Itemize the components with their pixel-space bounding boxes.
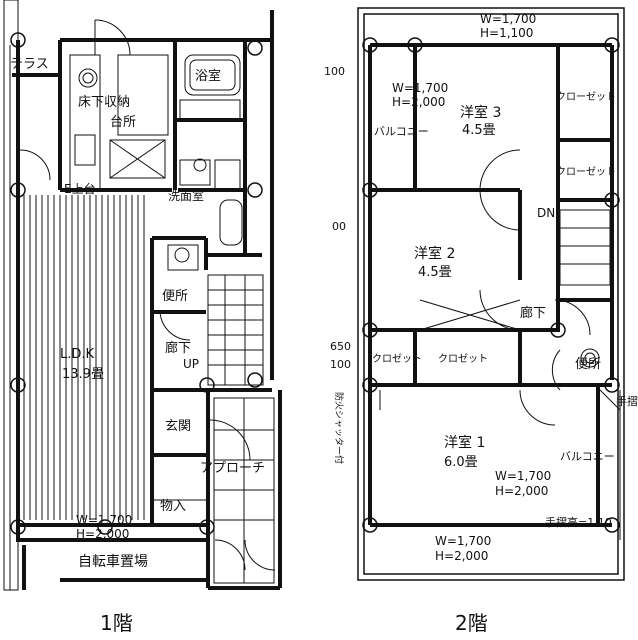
f2-r1-window-w: W=1,700 <box>495 469 551 483</box>
terrace-label: テラス <box>10 57 49 72</box>
f2-r1-window-h: H=2,000 <box>495 484 548 498</box>
handrail-label: 手摺 <box>616 394 638 408</box>
floor2-walls <box>368 43 614 527</box>
closet-b-label: クローゼット <box>556 166 616 178</box>
storage-label: 床下収納 <box>78 95 130 110</box>
floor2-plan: W=1,700 H=1,100 100 00 650 100 W=1,700 H… <box>324 7 638 635</box>
dim-100b: 100 <box>330 358 351 371</box>
f2-toilet-label: 便所 <box>575 357 601 372</box>
f2-hall-label: 廊下 <box>520 305 546 321</box>
dim-650: 650 <box>330 340 351 353</box>
room1-size: 6.0畳 <box>444 455 478 470</box>
f2-r3-window-w: W=1,700 <box>392 81 448 95</box>
room2-size: 4.5畳 <box>418 265 452 280</box>
floor1-columns <box>10 32 263 535</box>
closet-a-label: クローゼット <box>556 91 616 103</box>
f2-bottom-window-h: H=2,000 <box>435 549 488 563</box>
entrance-label: 玄関 <box>165 419 191 434</box>
floor2-details <box>379 149 621 540</box>
floor2-outer-border <box>357 7 625 581</box>
closet-c-label: クロゼット <box>372 353 422 365</box>
room3-label: 洋室 3 <box>460 104 501 121</box>
bath-label: 浴室 <box>195 68 221 84</box>
balcony-b-label: バルコニー <box>560 450 615 463</box>
washroom-label: 洗面室 <box>168 188 204 203</box>
dim-00: 00 <box>332 220 346 233</box>
floor2-caption: 2階 <box>455 611 488 635</box>
f1-window-h: H=2,000 <box>76 527 129 541</box>
floor2-columns <box>362 37 620 533</box>
f2-top-window-h: H=1,100 <box>480 26 533 40</box>
kitchen-label: 台所 <box>110 115 136 130</box>
floor1-caption: 1階 <box>100 611 133 635</box>
toilet-label: 便所 <box>162 289 188 304</box>
room1-label: 洋室 1 <box>444 434 485 451</box>
bike-label: 自転車置場 <box>78 553 148 570</box>
ldk-size: 13.9畳 <box>62 367 104 382</box>
dn-label: DN <box>537 206 555 220</box>
floor1-plan: テラス 浴室 床下収納 台所 E上台 洗面室 L.D.K 13.9畳 便所 廊下… <box>3 0 282 635</box>
approach-label: アプローチ <box>200 461 265 476</box>
dim-100: 100 <box>324 65 345 78</box>
f1-window-w: W=1,700 <box>76 513 132 527</box>
room3-size: 4.5畳 <box>462 123 496 138</box>
dish-label: E上台 <box>64 181 96 196</box>
f2-top-window-w: W=1,700 <box>480 12 536 26</box>
side-note: 防火シャッター付 <box>333 392 345 464</box>
storeroom-label: 物入 <box>160 499 186 514</box>
room2-label: 洋室 2 <box>414 245 455 262</box>
handrail-height-label: 手摺高=1.10 <box>545 515 612 529</box>
up-label: UP <box>183 357 199 371</box>
closet-d-label: クロゼット <box>438 353 488 365</box>
f2-bottom-window-w: W=1,700 <box>435 534 491 548</box>
ldk-hatch <box>23 195 145 520</box>
hall-label: 廊下 <box>165 340 191 356</box>
f2-r3-window-h: H=2,000 <box>392 95 445 109</box>
floor1-details <box>3 0 276 591</box>
floor1-walls <box>12 10 282 590</box>
balcony-a-label: バルコニー <box>374 125 429 138</box>
ldk-label: L.D.K <box>60 347 95 362</box>
